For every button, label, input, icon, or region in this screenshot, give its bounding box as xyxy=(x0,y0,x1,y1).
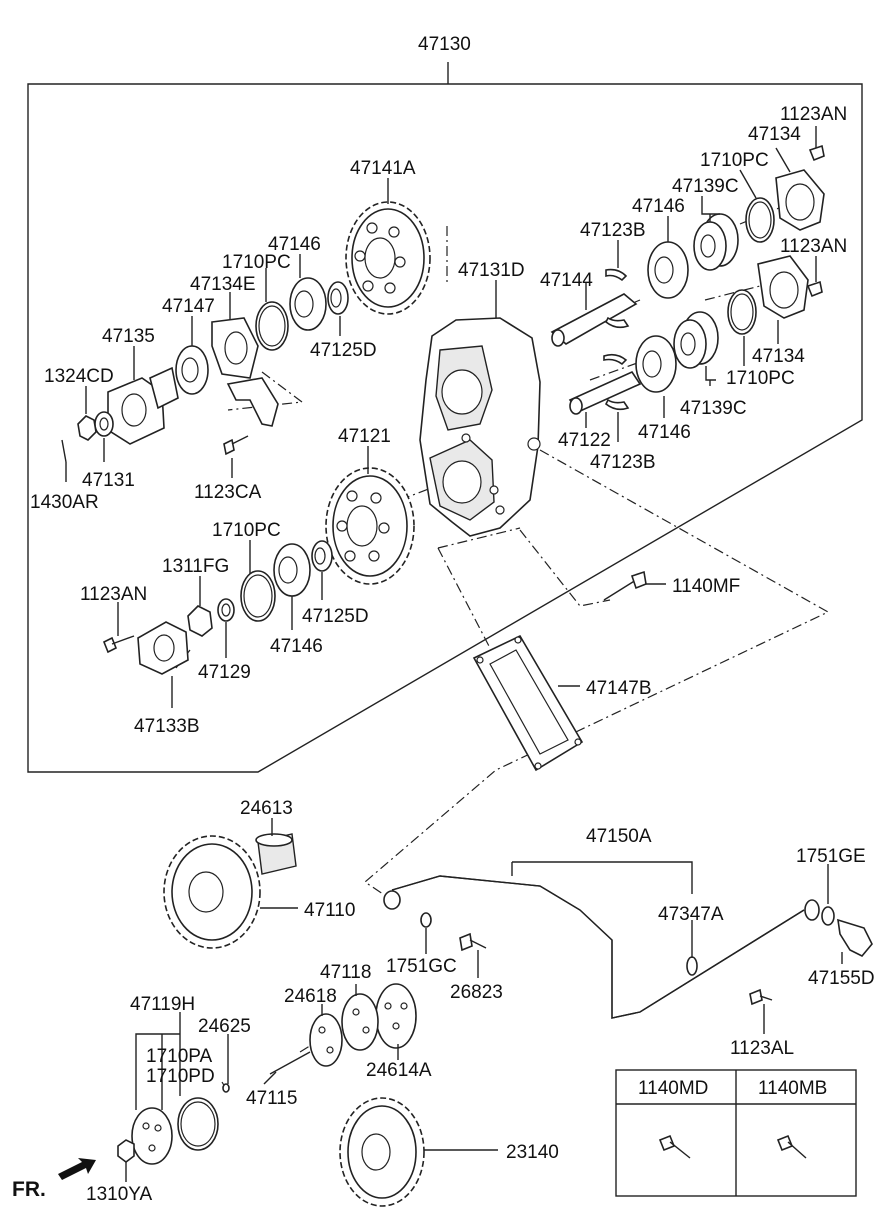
label-1324cd: 1324CD xyxy=(44,366,114,387)
label-47134-right: 47134 xyxy=(752,346,805,367)
label-1710pc-a: 1710PC xyxy=(222,252,291,273)
label-1710pa: 1710PA xyxy=(146,1046,213,1067)
label-47125d-a: 47125D xyxy=(310,340,377,361)
leader-lines xyxy=(65,126,843,1182)
right-upper-bearing-stack xyxy=(550,144,825,347)
label-47150a: 47150A xyxy=(586,826,652,847)
label-24625: 24625 xyxy=(198,1016,251,1037)
label-47139c-top: 47139C xyxy=(672,176,739,197)
label-23140: 23140 xyxy=(506,1142,559,1163)
label-47110: 47110 xyxy=(304,900,355,921)
label-1311fg: 1311FG xyxy=(162,556,229,577)
label-47118: 47118 xyxy=(320,962,371,983)
label-47134e: 47134E xyxy=(190,274,256,295)
label-47147b: 47147B xyxy=(586,678,652,699)
label-24613: 24613 xyxy=(240,798,293,819)
label-47147: 47147 xyxy=(162,296,215,317)
table-header-1140md: 1140MD xyxy=(638,1078,708,1099)
label-47347a: 47347A xyxy=(658,904,724,925)
label-47146-right: 47146 xyxy=(638,422,691,443)
label-47139c-right: 47139C xyxy=(680,398,747,419)
label-47134-top: 47134 xyxy=(748,124,801,145)
label-47146-b: 47146 xyxy=(270,636,323,657)
part-labels: 47130 47141A 1123AN 47134 1710PC 47139C … xyxy=(12,34,875,1205)
right-lower-bearing-stack xyxy=(568,311,719,415)
label-1123ca: 1123CA xyxy=(194,482,262,503)
label-1123an-left: 1123AN xyxy=(80,584,147,605)
gear-47141a xyxy=(345,201,431,315)
gear-47121 xyxy=(325,467,415,585)
table-header-1140mb: 1140MB xyxy=(758,1078,827,1099)
label-47146-a: 47146 xyxy=(268,234,321,255)
label-26823: 26823 xyxy=(450,982,503,1003)
label-47125d-b: 47125D xyxy=(302,606,369,627)
transfer-case-housing xyxy=(419,317,541,537)
front-arrow-icon xyxy=(58,1158,96,1180)
label-1140mf: 1140MF xyxy=(672,576,740,597)
label-47123b-right: 47123B xyxy=(590,452,656,473)
label-1430ar: 1430AR xyxy=(30,492,99,513)
label-47141a: 47141A xyxy=(350,158,416,179)
label-assembly: 47130 xyxy=(418,34,471,55)
label-47131d: 47131D xyxy=(458,260,525,281)
label-fr: FR. xyxy=(12,1178,46,1201)
label-47146-top: 47146 xyxy=(632,196,685,217)
label-47123b-top: 47123B xyxy=(580,220,646,241)
label-47119h: 47119H xyxy=(130,994,195,1015)
label-1751gc: 1751GC xyxy=(386,956,457,977)
label-1710pc-top: 1710PC xyxy=(700,150,769,171)
assembly-boundary xyxy=(27,62,863,773)
label-1710pc-right: 1710PC xyxy=(726,368,795,389)
label-1123an-right: 1123AN xyxy=(780,236,847,257)
label-1751ge: 1751GE xyxy=(796,846,866,867)
label-47129: 47129 xyxy=(198,662,251,683)
bolt-table xyxy=(615,1069,857,1197)
label-47115: 47115 xyxy=(246,1088,297,1109)
label-24618: 24618 xyxy=(284,986,337,1007)
gasket-47147b xyxy=(472,634,584,772)
label-1310ya: 1310YA xyxy=(86,1184,153,1205)
label-1123al: 1123AL xyxy=(730,1038,794,1059)
label-1123an-topright: 1123AN xyxy=(780,104,847,125)
label-47155d: 47155D xyxy=(808,968,875,989)
label-47121: 47121 xyxy=(338,426,391,447)
label-47131: 47131 xyxy=(82,470,135,491)
left-lower-bearing-stack xyxy=(102,540,333,675)
label-1710pd: 1710PD xyxy=(146,1066,215,1087)
label-47144: 47144 xyxy=(540,270,593,291)
label-47133b: 47133B xyxy=(134,716,200,737)
label-47122: 47122 xyxy=(558,430,611,451)
left-upper-bearing-stack xyxy=(61,277,349,463)
bolt-1140mf xyxy=(603,570,647,601)
label-24614a: 24614A xyxy=(366,1060,432,1081)
label-47135: 47135 xyxy=(102,326,155,347)
lower-parts xyxy=(117,833,873,1207)
label-1710pc-b: 1710PC xyxy=(212,520,281,541)
